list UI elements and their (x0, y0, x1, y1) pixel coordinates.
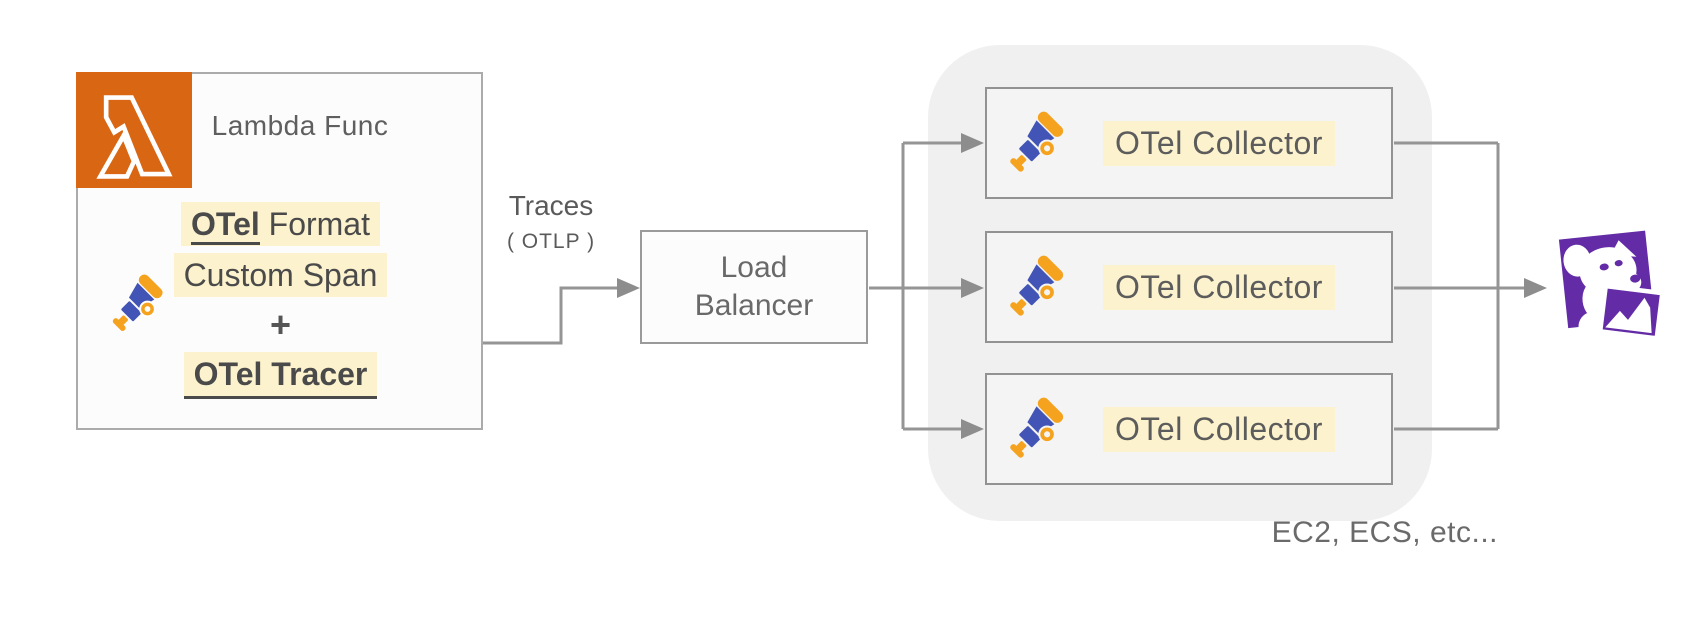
traces-label-protocol: ( OTLP ) (506, 230, 596, 253)
otel-telescope-icon (112, 274, 163, 331)
lambda-function-box: Lambda Func OTel Format Custom Span + (76, 72, 483, 430)
annotation-line-otel-tracer: OTel Tracer (78, 352, 483, 399)
otel-telescope-icon (1010, 397, 1064, 458)
otel-collector-label: OTel Collector (1103, 264, 1335, 310)
aws-lambda-icon (76, 72, 192, 188)
otel-collector-label: OTel Collector (1103, 120, 1335, 166)
arrowhead-into-loadbalancer (617, 278, 640, 298)
otel-collector-box-2: OTel Collector (985, 231, 1393, 343)
arrowhead-into-datadog (1524, 278, 1547, 298)
datadog-logo-icon (1558, 230, 1665, 342)
load-balancer-label-line1: Load (720, 251, 788, 284)
cluster-caption: EC2, ECS, etc... (1271, 516, 1498, 549)
load-balancer-label-line2: Balancer (694, 289, 814, 322)
arrowhead-into-collector-2 (961, 278, 984, 298)
annotation-line-otel-format: OTel Format (78, 202, 483, 246)
lambda-box-title: Lambda Func (211, 110, 389, 141)
otel-telescope-icon (1010, 111, 1064, 172)
otel-telescope-icon (1010, 255, 1064, 316)
annotation-line-custom-span: Custom Span (78, 253, 483, 297)
load-balancer-box: Load Balancer (640, 230, 868, 344)
arrowhead-into-collector-3 (961, 419, 984, 439)
annotation-plus-sign: + (269, 304, 292, 345)
traces-label-title: Traces (508, 190, 594, 221)
otel-collector-box-3: OTel Collector (985, 373, 1393, 485)
arrowhead-into-collector-1 (961, 133, 984, 153)
otel-collector-label: OTel Collector (1103, 406, 1335, 452)
traces-edge-label: Traces ( OTLP ) (486, 190, 616, 254)
otel-collector-box-1: OTel Collector (985, 87, 1393, 199)
lambda-annotation: OTel Format Custom Span + OTel Tracer (78, 202, 483, 406)
connector-lambda-to-loadbalancer (483, 286, 617, 345)
